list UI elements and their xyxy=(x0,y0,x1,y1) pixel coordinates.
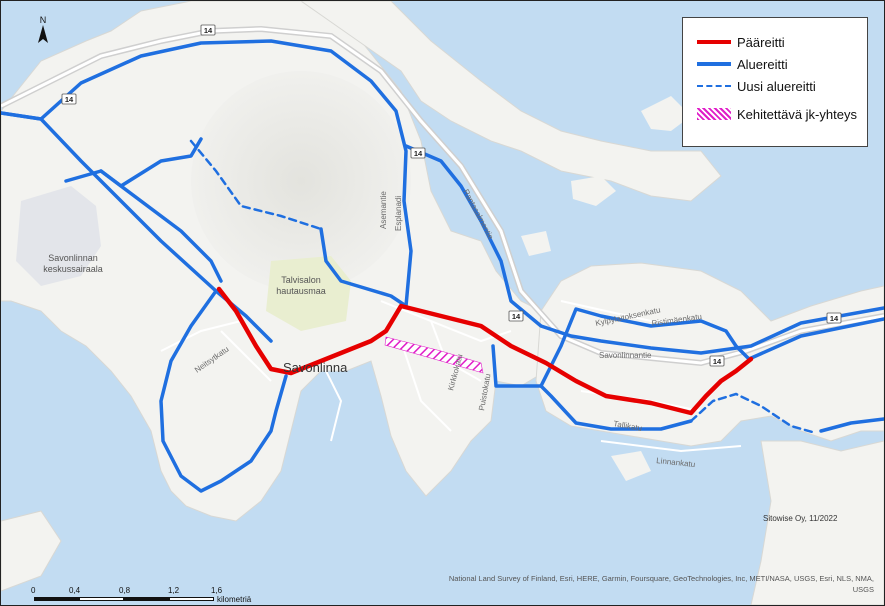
attribution-text: National Land Survey of Finland, Esri, H… xyxy=(448,574,874,594)
place-cemetery-1: Talvisalon xyxy=(281,275,321,285)
scale-tick-4: 1,6 xyxy=(211,586,223,595)
road-shields: 14 14 14 14 14 14 xyxy=(61,24,842,367)
new-area-routes xyxy=(189,139,818,435)
island-3 xyxy=(479,109,516,133)
north-arrow: N xyxy=(35,14,51,44)
scale-bar: 0 0,4 0,8 1,2 1,6 kilometriä xyxy=(31,586,291,605)
area-route-far-east xyxy=(819,417,884,433)
legend-item-area-route: Aluereitti xyxy=(697,54,788,74)
shield-label: 14 xyxy=(713,357,722,366)
land-southwest xyxy=(1,510,62,592)
area-route-inner xyxy=(99,169,223,283)
scale-segment-4 xyxy=(169,597,214,601)
north-label: N xyxy=(40,15,47,25)
legend-label-walk: Kehitettävä jk-yhteys xyxy=(737,106,857,122)
street-esplanadi: Esplanadi xyxy=(394,196,403,231)
shield-label: 14 xyxy=(414,149,423,158)
area-route-east-south xyxy=(539,384,693,431)
legend: Pääreitti Aluereitti Uusi aluereitti Keh… xyxy=(682,17,868,147)
street-asemantie: Asemantie xyxy=(379,191,388,229)
island-2 xyxy=(641,96,691,131)
legend-label-area: Aluereitti xyxy=(737,56,788,72)
scale-unit: kilometriä xyxy=(217,595,252,604)
area-route-puistokatu xyxy=(491,344,543,388)
hospital-area xyxy=(16,186,101,286)
scale-segment-3 xyxy=(124,597,169,601)
scale-tick-1: 0,4 xyxy=(69,586,81,595)
shield-14-d: 14 xyxy=(508,310,524,322)
credit-label: Sitowise Oy, 11/2022 xyxy=(763,514,838,523)
area-route-east-north-2 xyxy=(539,307,751,388)
legend-label-new: Uusi aluereitti xyxy=(737,78,816,94)
walk-link xyxy=(384,336,484,374)
legend-symbol-walk xyxy=(697,108,731,120)
place-hospital-2: keskussairaala xyxy=(43,264,103,274)
place-city: Savonlinna xyxy=(283,360,348,375)
shield-label: 14 xyxy=(512,312,521,321)
area-route-east-east xyxy=(747,317,884,361)
legend-item-new-area-route: Uusi aluereitti xyxy=(697,76,816,96)
shield-14-c: 14 xyxy=(410,147,426,159)
scale-segment-1 xyxy=(34,597,79,601)
new-route-north xyxy=(189,139,323,231)
island-5 xyxy=(521,231,551,256)
legend-label-main: Pääreitti xyxy=(737,34,785,50)
legend-item-main-route: Pääreitti xyxy=(697,32,785,52)
scale-tick-3: 1,2 xyxy=(168,586,180,595)
street-linnankatu: Linnankatu xyxy=(656,456,696,469)
island-4 xyxy=(611,451,651,481)
north-arrow-icon xyxy=(38,25,48,43)
place-hospital-1: Savonlinnan xyxy=(48,253,98,263)
area-route-west xyxy=(1,111,218,293)
shield-14-a: 14 xyxy=(200,24,216,36)
area-route-mid xyxy=(319,227,408,308)
shield-label: 14 xyxy=(65,95,74,104)
street-savonlinnantie: Savonlinnantie xyxy=(599,351,652,360)
island-1 xyxy=(571,176,616,206)
area-route-north-loop xyxy=(1,39,413,308)
legend-item-walk-link: Kehitettävä jk-yhteys xyxy=(697,104,857,124)
main-route xyxy=(216,286,754,416)
shield-label: 14 xyxy=(830,314,839,323)
cemetery-area xyxy=(266,256,351,331)
place-cemetery-2: hautausmaa xyxy=(276,286,326,296)
hill-shade xyxy=(191,71,411,291)
shield-14-b: 14 xyxy=(61,93,77,105)
shield-14-f: 14 xyxy=(826,312,842,324)
scale-segment-2 xyxy=(79,597,124,601)
land-southeast xyxy=(750,440,884,605)
scale-tick-2: 0,8 xyxy=(119,586,131,595)
new-route-east xyxy=(689,392,818,435)
shield-label: 14 xyxy=(204,26,213,35)
legend-symbol-new xyxy=(697,80,731,92)
land-north xyxy=(300,1,722,202)
legend-symbol-main xyxy=(697,36,731,48)
area-route-east-north xyxy=(404,144,884,355)
shield-14-e: 14 xyxy=(709,355,725,367)
legend-symbol-area xyxy=(697,58,731,70)
scale-tick-0: 0 xyxy=(31,586,36,595)
area-route-west-2 xyxy=(64,137,203,188)
area-route-south-loop xyxy=(159,289,288,493)
